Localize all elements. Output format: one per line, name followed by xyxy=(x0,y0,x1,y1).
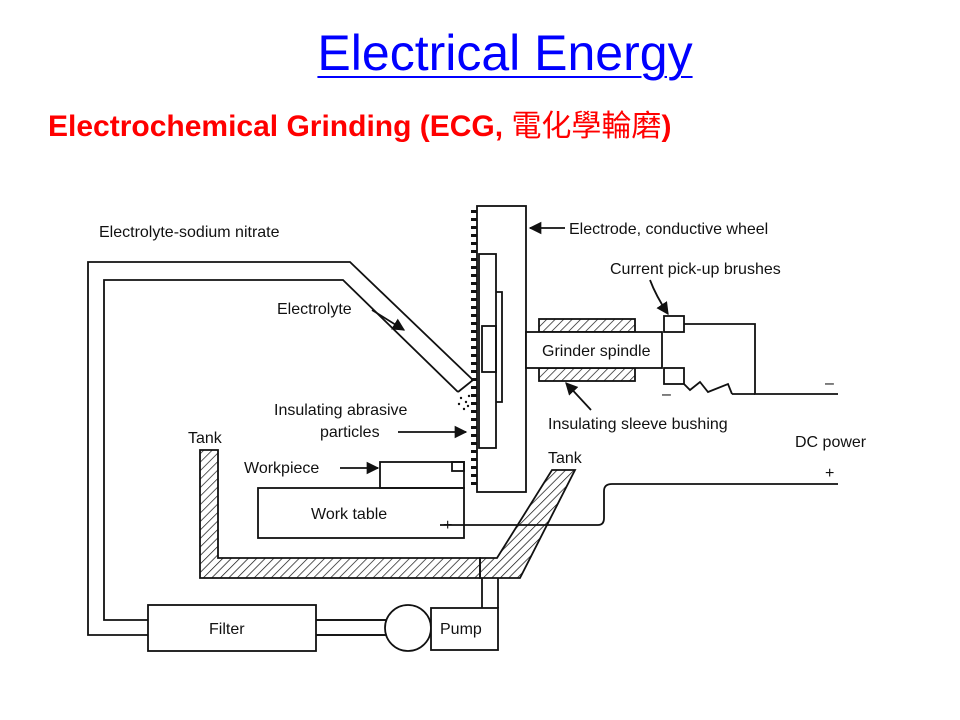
sleeve-lower xyxy=(538,367,636,382)
label-filter: Filter xyxy=(209,621,245,638)
label-sleeve: Insulating sleeve bushing xyxy=(548,416,728,433)
label-workpiece: Workpiece xyxy=(244,460,319,477)
label-pump: Pump xyxy=(440,621,482,638)
sleeve-upper xyxy=(538,318,636,333)
label-plus-table: + xyxy=(443,517,452,534)
label-abrasive-2: particles xyxy=(320,424,380,441)
slide-title: Electrical Energy xyxy=(317,25,693,81)
nozzle-tip xyxy=(457,379,474,393)
label-electrolyte-supply: Electrolyte-sodium nitrate xyxy=(99,224,280,241)
pump-body xyxy=(430,607,499,651)
subtitle-main: Electrochemical Grinding (ECG, xyxy=(48,110,512,143)
slide-subtitle: Electrochemical Grinding (ECG, 電化學輪磨) xyxy=(48,112,671,142)
label-plus-dc: + xyxy=(825,465,834,482)
wire-positive xyxy=(440,483,838,526)
label-work-table: Work table xyxy=(311,506,387,523)
grinder-spindle xyxy=(525,331,663,369)
label-abrasive-1: Insulating abrasive xyxy=(274,402,408,419)
subtitle-chinese: 電化學輪磨 xyxy=(511,109,662,144)
leader-sleeve xyxy=(565,382,592,411)
wheel-flange xyxy=(496,291,503,403)
brush-upper xyxy=(663,315,685,333)
label-dc-power: DC power xyxy=(795,434,867,451)
workpiece-gap xyxy=(451,461,465,472)
leader-electrolyte xyxy=(371,309,406,331)
label-tank-right: Tank xyxy=(548,450,583,467)
tank-right-wall xyxy=(479,469,577,579)
pump-impeller xyxy=(384,604,432,652)
label-spindle: Grinder spindle xyxy=(542,343,651,360)
label-electrode: Electrode, conductive wheel xyxy=(569,221,768,238)
subtitle-end: ) xyxy=(661,110,672,143)
label-minus-dc: – xyxy=(825,375,834,392)
filter xyxy=(147,604,317,652)
brush-lower xyxy=(663,367,685,385)
work-table xyxy=(257,487,465,539)
electrolyte-spray xyxy=(457,394,471,411)
wire-upper xyxy=(684,323,838,395)
workpiece xyxy=(379,461,465,489)
brush-spring xyxy=(683,380,733,395)
label-brushes: Current pick-up brushes xyxy=(610,261,781,278)
label-minus-brush: – xyxy=(662,386,671,403)
wheel-nut xyxy=(481,325,497,373)
leader-brushes xyxy=(649,279,669,316)
label-tank-left: Tank xyxy=(188,430,223,447)
label-electrolyte: Electrolyte xyxy=(277,301,352,318)
abrasive-teeth xyxy=(471,210,477,485)
